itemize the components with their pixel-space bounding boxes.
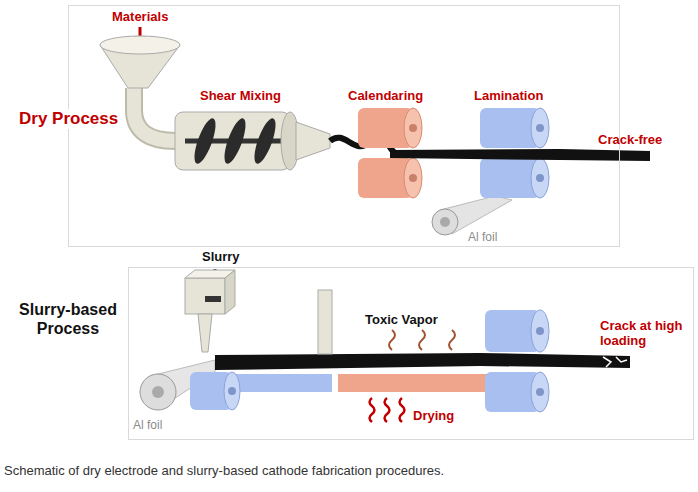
shear-mixer-part (220, 116, 250, 166)
doctor-blade-part (318, 290, 332, 354)
conveyor-belt (200, 374, 488, 392)
calender-roller-top-part (409, 124, 417, 132)
wet-electrode-film (215, 353, 630, 370)
hopper-funnel-part (134, 88, 176, 141)
conveyor-roller (190, 372, 240, 410)
toxic-vapor-part (449, 330, 455, 350)
calender-roller-top-part (404, 108, 422, 148)
step-label: Materials (112, 9, 168, 24)
hopper-funnel-part (134, 88, 176, 141)
wet-electrode-film-part (215, 353, 630, 370)
lamination-roller-bottom (485, 372, 549, 412)
step-label: Shear Mixing (200, 88, 281, 103)
al-foil-roll-part (440, 217, 450, 227)
lamination-roller-bottom-part (536, 174, 544, 182)
toxic-vapor (389, 330, 455, 350)
annotation-label: Toxic Vapor (365, 312, 438, 327)
slurry-tank-part (225, 270, 235, 314)
lamination-roller-bottom-part (531, 158, 549, 198)
shear-mixer-part (190, 116, 220, 166)
toxic-vapor-part (389, 330, 395, 350)
wet-electrode-film-part (616, 357, 627, 362)
slurry-tank-part (205, 296, 221, 302)
calender-roller-bottom-part (409, 174, 417, 182)
step-label: Lamination (474, 88, 543, 103)
lamination-roller-bottom-part (531, 372, 549, 412)
drying-heat-part (370, 398, 375, 422)
slurry-tank-part (185, 278, 225, 314)
doctor-blade (318, 290, 332, 354)
step-label: Crack-free (598, 132, 662, 147)
process-panel: Dry Process (68, 5, 620, 247)
drying-heat-part (385, 398, 390, 422)
lamination-roller-bottom (480, 158, 549, 198)
conveyor-belt-part (338, 374, 488, 392)
calender-roller-bottom-part (404, 158, 422, 198)
lamination-roller-top (485, 310, 549, 352)
process-panel: Slurry-based Process (128, 267, 694, 440)
figure-caption: Schematic of dry electrode and slurry-ba… (4, 463, 444, 478)
slurry-tank-part (198, 314, 212, 352)
lamination-roller-top-part (531, 310, 549, 352)
wet-electrode-film-part (603, 357, 611, 367)
calender-roller-top (358, 108, 422, 148)
lamination-roller-bottom-part (536, 388, 544, 396)
lamination-roller-top (480, 108, 549, 148)
shear-mixer-part (250, 116, 280, 166)
step-label: Crack at high loading (600, 318, 690, 348)
annotation-label: Slurry (202, 249, 240, 264)
step-label: Drying (413, 408, 454, 423)
process-title: Slurry-based Process (11, 300, 125, 338)
hopper-funnel-part (100, 36, 180, 54)
step-label: Calendaring (348, 88, 423, 103)
lamination-roller-top-part (536, 327, 544, 335)
drying-heat-part (400, 398, 405, 422)
drying-heat (370, 398, 405, 422)
al-foil-roll-part (140, 374, 176, 410)
dry-electrode-film-part (390, 149, 650, 161)
slurry-tank (185, 269, 235, 352)
al-foil-roll-part (152, 386, 164, 398)
dry-electrode-film (390, 149, 650, 161)
part-label: Al foil (468, 230, 497, 245)
lamination-roller-top-part (536, 124, 544, 132)
al-foil-roll-part (432, 209, 458, 235)
process-title: Dry Process (17, 109, 120, 129)
lamination-roller-top-part (531, 108, 549, 148)
shear-mixer-part (296, 122, 330, 160)
conveyor-roller-part (228, 387, 236, 395)
conveyor-roller-part (224, 372, 240, 410)
calender-roller-bottom (358, 158, 422, 198)
toxic-vapor-part (419, 330, 425, 350)
al-foil-roll (432, 196, 512, 235)
part-label: Al foil (133, 418, 162, 433)
shear-mixer-part (175, 112, 290, 170)
